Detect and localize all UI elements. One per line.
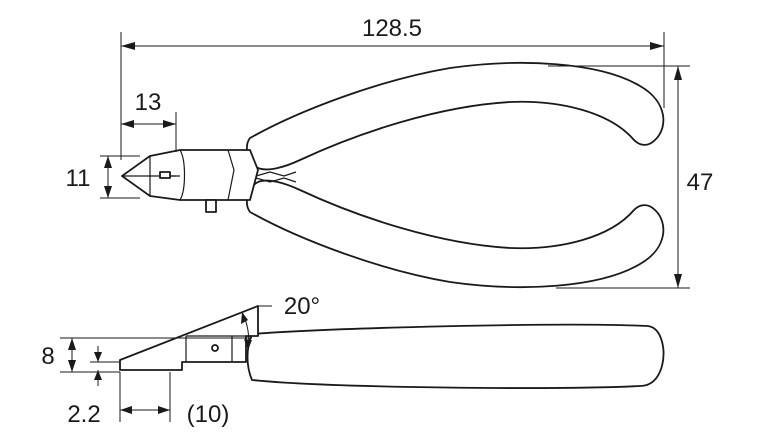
side-height-label: 8 (41, 343, 54, 370)
lower-handle (246, 179, 665, 289)
dim-tip-thickness (90, 346, 120, 386)
top-view: 128.5 13 11 47 (66, 15, 714, 289)
dim-head-height (100, 155, 140, 199)
head-height-label: 11 (66, 165, 91, 192)
side-view: 20° 8 2.2 (10) (41, 293, 665, 428)
cutter-head (121, 149, 259, 201)
overall-length-label: 128.5 (362, 15, 422, 42)
jaw-rivet-line (179, 149, 186, 201)
side-handle (246, 323, 665, 389)
upper-handle (246, 61, 665, 171)
stop-pin (205, 199, 217, 213)
jaw-reference-label: (10) (187, 401, 230, 428)
dim-overall-length (120, 32, 665, 160)
overall-height-label: 47 (687, 169, 714, 196)
side-rivet (211, 344, 219, 352)
dim-head-length (121, 112, 177, 152)
head-shoulder-line (227, 149, 235, 201)
dim-overall-height (548, 65, 690, 289)
dim-side-height (60, 337, 252, 373)
dim-jaw-reference (119, 372, 171, 422)
tip-thickness-label: 2.2 (67, 401, 100, 428)
head-length-label: 13 (135, 89, 162, 116)
dim-angle (241, 305, 272, 351)
angle-label: 20° (284, 293, 320, 320)
